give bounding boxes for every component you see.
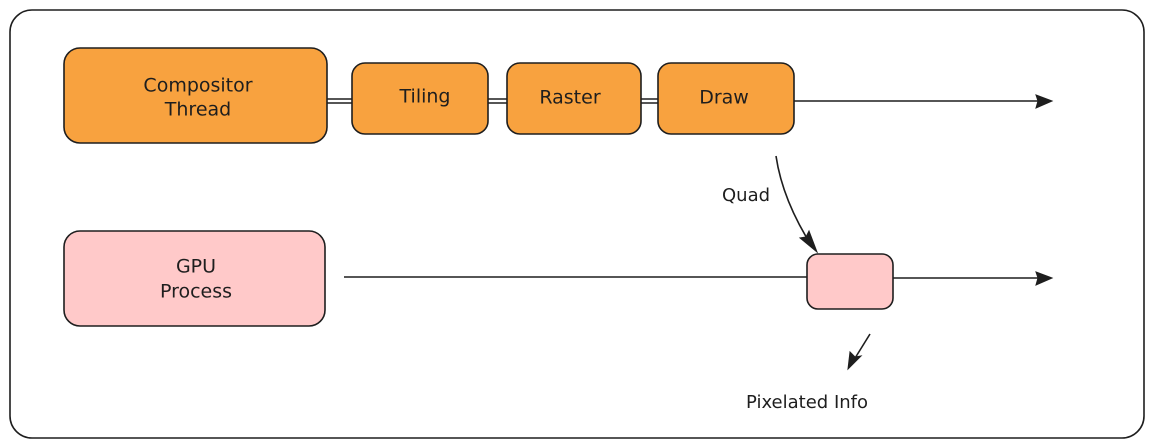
pixelated-arrowhead <box>847 350 863 371</box>
quad-output-box <box>806 253 894 310</box>
raster-label: Raster <box>539 87 600 109</box>
gpu-timeline-arrowhead <box>1035 271 1054 286</box>
gpu-process-label-line1: GPU <box>176 256 216 278</box>
tiling-label: Tiling <box>399 86 451 108</box>
draw-label: Draw <box>699 87 749 109</box>
compositor-thread-box <box>63 47 328 144</box>
quad-label: Quad <box>722 185 770 206</box>
draw-node: Draw <box>657 62 795 135</box>
compositor-thread-label-line1: Compositor <box>143 75 252 97</box>
tiling-box <box>351 62 489 135</box>
gpu-process-node: GPU Process <box>63 230 326 327</box>
gpu-process-label-line2: Process <box>160 281 232 303</box>
gpu-process-box <box>63 230 326 327</box>
quad-arrowhead <box>798 229 819 254</box>
compositor-timeline-arrowhead <box>1035 94 1054 109</box>
compositor-thread-node: Compositor Thread <box>63 47 328 144</box>
raster-box <box>506 62 642 135</box>
tiling-node: Tiling <box>351 62 489 135</box>
compositor-thread-label-line2: Thread <box>164 99 231 121</box>
pixelated-info-label: Pixelated Info <box>746 392 868 413</box>
raster-node: Raster <box>506 62 642 135</box>
draw-box <box>657 62 795 135</box>
